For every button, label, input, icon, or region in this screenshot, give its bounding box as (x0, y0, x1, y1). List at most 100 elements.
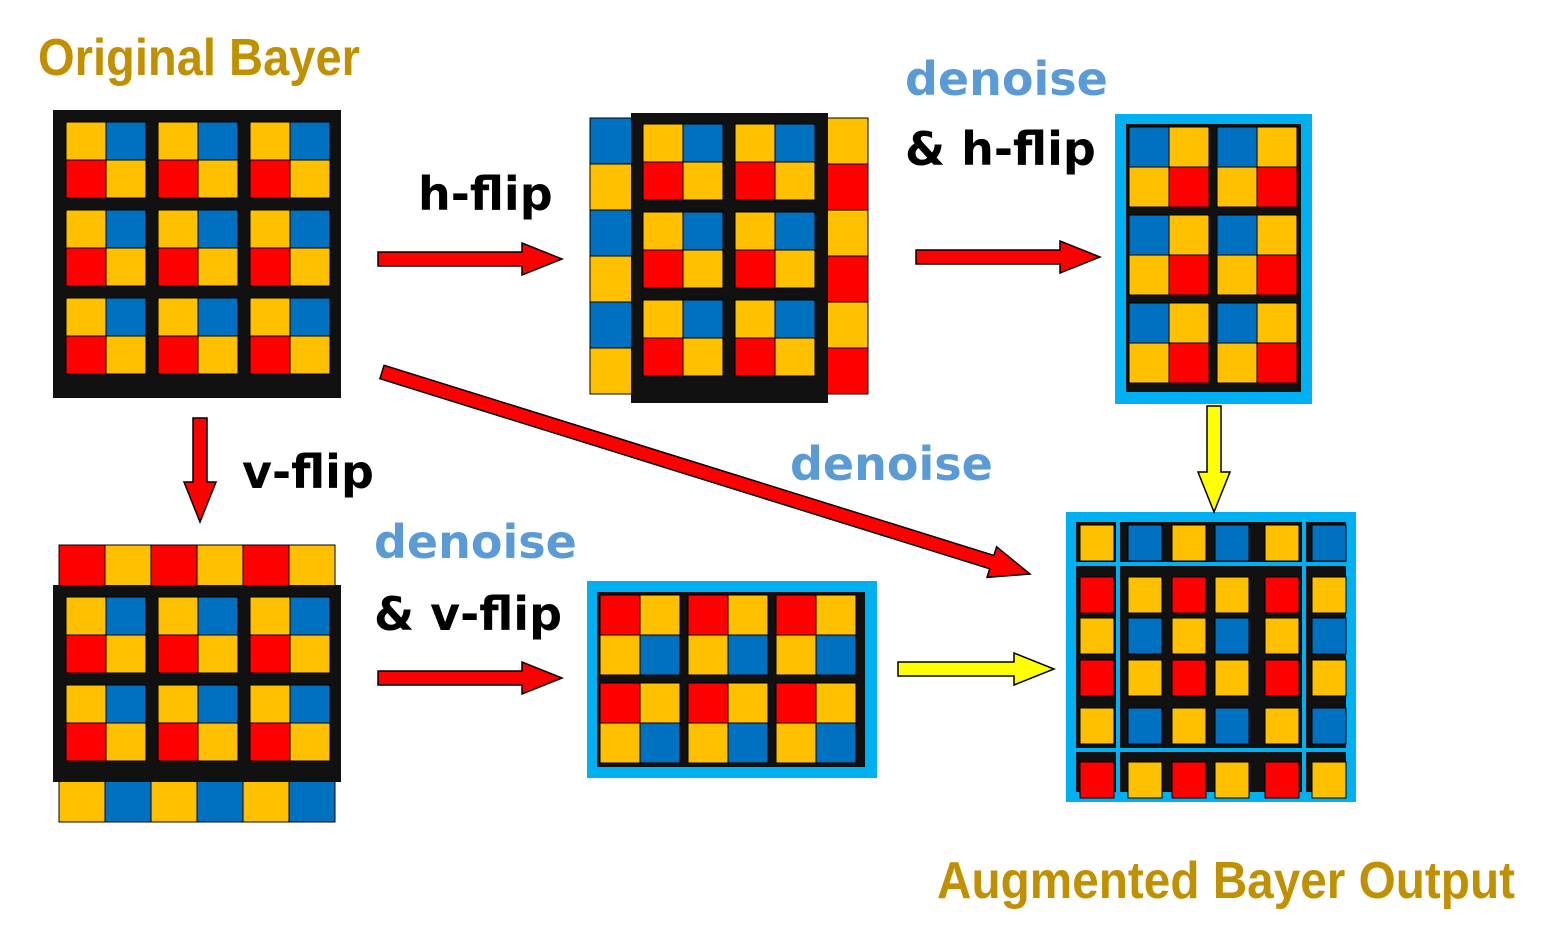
output-cell (1214, 707, 1250, 745)
hflip-bayer-cell (774, 299, 816, 339)
hflip-denoise-cell (1256, 214, 1298, 256)
vflip-denoise-cell (775, 682, 817, 724)
hflip-edge-cell (825, 347, 869, 395)
original-bayer-cell (249, 159, 291, 199)
hflip-bayer-cell (642, 249, 684, 289)
original-bayer-cell (289, 247, 331, 287)
hflip-bayer-cell (682, 249, 724, 289)
output-cell (1264, 707, 1300, 745)
hflip-bayer-cell (682, 123, 724, 163)
original-bayer-cell (249, 247, 291, 287)
original-bayer-cell (65, 121, 107, 161)
original-bayer-cell (157, 121, 199, 161)
vflip-bayer-cell (289, 722, 331, 762)
original-bayer-cell (249, 121, 291, 161)
hflip-denoise-cell (1128, 254, 1170, 296)
original-bayer-cell (105, 247, 147, 287)
original-bayer-cell (289, 159, 331, 199)
vflip-denoise-cell (639, 722, 681, 764)
output-cell (1127, 576, 1163, 614)
original-bayer-cell (65, 159, 107, 199)
hflip-edge-cell (589, 255, 633, 303)
hflip-denoise-cell (1216, 214, 1258, 256)
hflip-denoise-cell (1128, 302, 1170, 344)
hflip-edge-cell (825, 209, 869, 257)
vflip-bayer-cell (157, 684, 199, 724)
vflip-edge-cell (104, 544, 152, 588)
denoise-bottom-label: denoise (374, 515, 577, 569)
hflip-bayer-cell (774, 211, 816, 251)
hflip-edge-cell (825, 117, 869, 165)
hflip-bayer-cell (734, 249, 776, 289)
vflip-denoise-cell (727, 634, 769, 676)
vflip-denoise-cell (687, 594, 729, 636)
vflip-denoise-cell (775, 594, 817, 636)
hflip-denoise-cell (1168, 166, 1210, 208)
original-bayer-cell (197, 209, 239, 249)
vflip-denoise-cell (687, 682, 729, 724)
hflip-denoise-cell (1168, 126, 1210, 168)
vflip-denoise-cell (687, 634, 729, 676)
denoise-direct-arrow (378, 364, 1032, 579)
hflip-bayer-cell (642, 299, 684, 339)
original-bayer-cell (105, 209, 147, 249)
output-cell (1171, 617, 1207, 655)
output-cell (1171, 761, 1207, 799)
output-grid-background (1076, 522, 1346, 792)
hflip-edge-cell (589, 163, 633, 211)
original-bayer-cell (249, 335, 291, 375)
original-bayer-title: Original Bayer (38, 29, 360, 87)
hflip-denoise-cell (1216, 254, 1258, 296)
output-cell (1214, 659, 1250, 697)
vflip-edge-cell (196, 544, 244, 588)
original-bayer-cell (197, 247, 239, 287)
output-cell (1127, 617, 1163, 655)
vflip-bayer-cell (249, 596, 291, 636)
vflip-denoise-cell (599, 594, 641, 636)
hflip-to-output-arrow (1196, 405, 1232, 515)
hflip-denoise-cell (1256, 126, 1298, 168)
output-cell (1311, 617, 1347, 655)
hflip-denoise-cell (1256, 342, 1298, 384)
vflip-denoise-cell (775, 634, 817, 676)
bayer-grids (53, 110, 1356, 823)
original-bayer-cell (157, 335, 199, 375)
output-cell (1079, 617, 1115, 655)
hflip-edge-cell (589, 209, 633, 257)
hflip-bayer-cell (682, 161, 724, 201)
vflip-bayer-cell (289, 596, 331, 636)
vflip-edge-cell (288, 544, 336, 588)
hflip-edge-cell (589, 347, 633, 395)
vflip-label: v-flip (242, 445, 374, 499)
hflip-edge-cell (589, 301, 633, 349)
original-bayer-cell (197, 297, 239, 337)
output-cell (1311, 659, 1347, 697)
output-inner-frame-line (1070, 562, 1352, 566)
hflip-bayer-cell (734, 211, 776, 251)
hflip-denoise-cell (1168, 214, 1210, 256)
vflip-bayer-cell (249, 684, 291, 724)
vflip-edge-cell (150, 779, 198, 823)
hflip-denoise-cell (1216, 342, 1258, 384)
original-bayer-cell (197, 121, 239, 161)
hflip-edge-cell (825, 301, 869, 349)
output-cell (1171, 576, 1207, 614)
vflip-bayer-cell (105, 722, 147, 762)
output-cell (1127, 659, 1163, 697)
hflip-denoise-cell (1216, 126, 1258, 168)
hflip-bayer-cell (774, 123, 816, 163)
original-bayer-cell (197, 159, 239, 199)
original-bayer-cell (289, 209, 331, 249)
vflip-bayer-cell (197, 722, 239, 762)
hflip-bayer-cell (734, 299, 776, 339)
vflip-edge-cell (58, 544, 106, 588)
vflip-bayer-cell (65, 596, 107, 636)
vflip-bayer-cell (105, 684, 147, 724)
vflip-edge-cell (150, 544, 198, 588)
vflip-denoise-cell (727, 594, 769, 636)
vflip-denoise-cell (639, 594, 681, 636)
vflip-edge-cell (104, 779, 152, 823)
original-bayer-cell (65, 335, 107, 375)
hflip-edge-cell (825, 163, 869, 211)
